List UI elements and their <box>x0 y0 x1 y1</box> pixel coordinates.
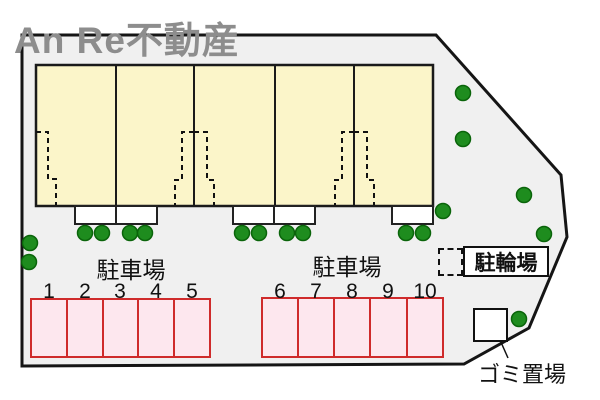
parking-stall <box>406 297 444 358</box>
tree-icon <box>535 225 553 243</box>
tree-icon <box>20 253 38 271</box>
tree-icon <box>454 130 472 148</box>
stall-number-10: 10 <box>413 280 437 303</box>
page-title: An Re不動産 <box>14 20 240 61</box>
parking-stall <box>66 298 104 358</box>
stall-number-9: 9 <box>382 280 394 303</box>
stall-number-8: 8 <box>346 280 358 303</box>
bicycle-parking-area <box>438 248 463 276</box>
stall-number-3: 3 <box>114 280 126 303</box>
stall-number-5: 5 <box>186 280 198 303</box>
garbage-box <box>473 308 508 342</box>
parking-lot-label-left: 駐車場 <box>96 257 166 283</box>
parking-stall <box>333 297 371 358</box>
tree-icon <box>294 224 312 242</box>
parking-stalls-right <box>261 297 444 358</box>
stall-number-4: 4 <box>150 280 162 303</box>
parking-lot-label-right: 駐車場 <box>312 254 382 280</box>
trees <box>20 84 553 328</box>
stall-number-6: 6 <box>274 280 286 303</box>
stall-number-7: 7 <box>310 280 322 303</box>
building <box>34 63 435 225</box>
tree-icon <box>21 234 39 252</box>
parking-stall <box>297 297 335 358</box>
stall-number-2: 2 <box>79 280 91 303</box>
stall-number-1: 1 <box>43 280 55 303</box>
garbage-area-label: ゴミ置場 <box>478 362 567 387</box>
tree-icon <box>250 224 268 242</box>
entrance-porches <box>74 205 434 225</box>
bicycle-parking-label: 駐輪場 <box>463 246 549 277</box>
parking-stall <box>30 298 68 358</box>
tree-icon <box>454 84 472 102</box>
tree-icon <box>414 224 432 242</box>
tree-icon <box>397 224 415 242</box>
parking-stall <box>261 297 299 358</box>
parking-stalls-left <box>30 298 211 358</box>
tree-icon <box>93 224 111 242</box>
parking-stall <box>102 298 139 358</box>
parking-stall <box>173 298 211 358</box>
parking-stall <box>137 298 175 358</box>
tree-icon <box>121 224 139 242</box>
tree-icon <box>278 224 296 242</box>
entrance-dashed-marks <box>36 131 375 205</box>
tree-icon <box>510 310 528 328</box>
parking-stall <box>369 297 408 358</box>
tree-icon <box>76 224 94 242</box>
tree-icon <box>515 186 533 204</box>
tree-icon <box>434 202 452 220</box>
tree-icon <box>233 224 251 242</box>
tree-icon <box>136 224 154 242</box>
